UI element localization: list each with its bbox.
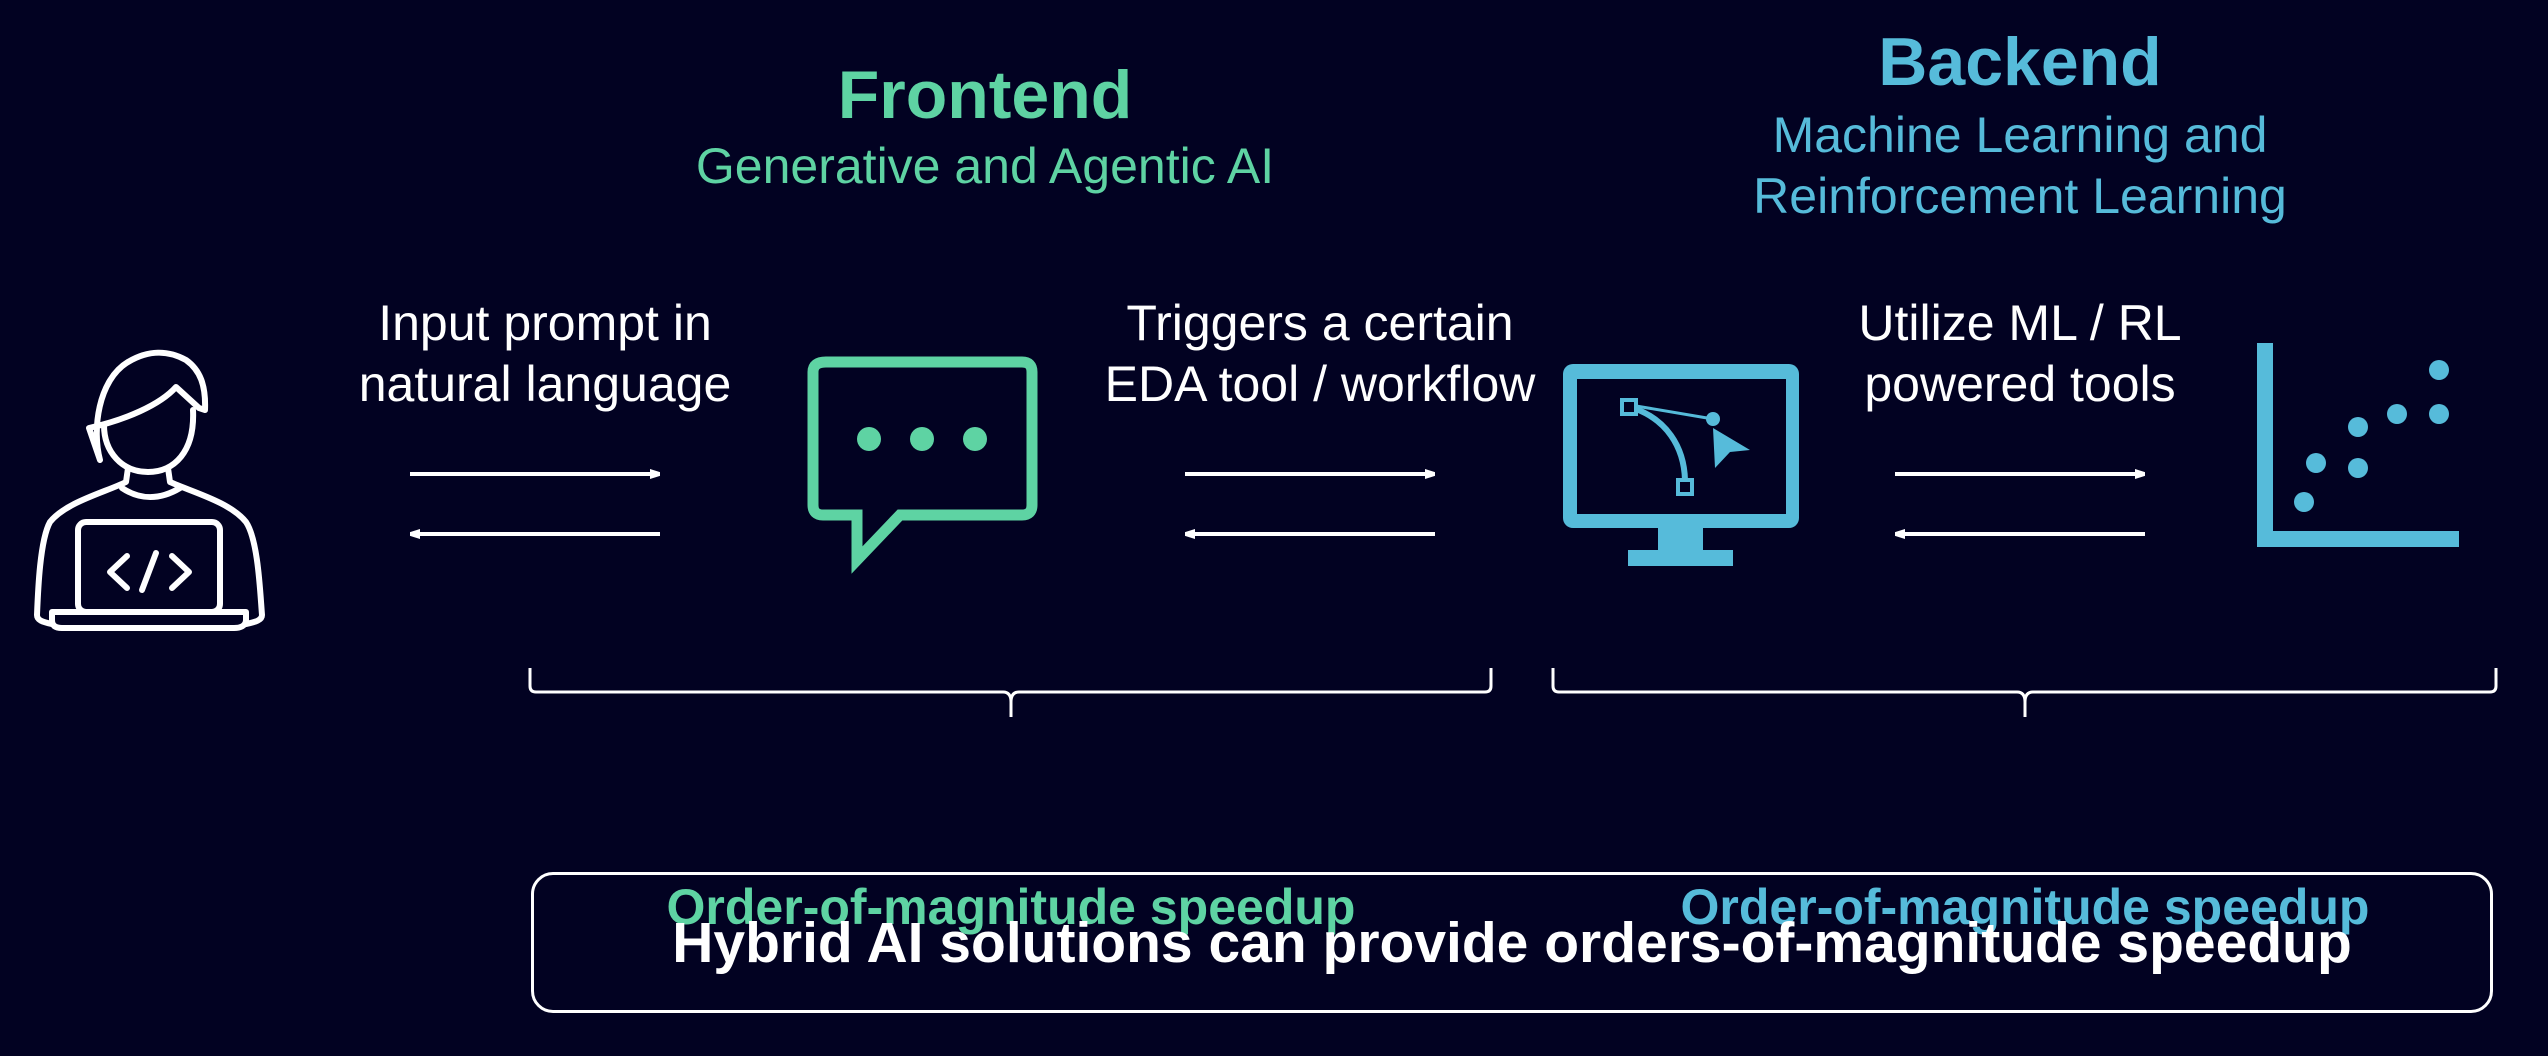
frontend-title: Frontend (837, 57, 1133, 133)
speedup-label-backend: Order-of-magnitude speedup (1680, 879, 2370, 935)
step-label-input-prompt: Input prompt in natural language (295, 293, 795, 415)
summary-box: Hybrid AI solutions can provide orders-o… (531, 872, 2493, 1013)
developer-laptop-icon (34, 349, 265, 631)
step-label-trigger-tool: Triggers a certain EDA tool / workflow (1070, 293, 1570, 415)
speedup-label-frontend: Order-of-magnitude speedup (666, 879, 1356, 935)
step-label-line: Utilize ML / RL (1858, 295, 2182, 351)
summary-text: Hybrid AI solutions can provide orders-o… (672, 910, 2352, 975)
brace-frontend (528, 668, 1493, 717)
backend-subtitle-line: Reinforcement Learning (1753, 168, 2287, 224)
frontend-subtitle: Generative and Agentic AI (695, 138, 1275, 194)
backend-title: Backend (1878, 24, 2162, 100)
step-label-line: EDA tool / workflow (1104, 356, 1536, 412)
step-label-ml-rl-tools: Utilize ML / RL powered tools (1770, 293, 2270, 415)
backend-subtitle: Machine Learning and Reinforcement Learn… (1670, 105, 2370, 227)
step-label-line: powered tools (1864, 356, 2176, 412)
brace-backend (1551, 668, 2498, 717)
step-label-line: Input prompt in (378, 295, 712, 351)
backend-subtitle-line: Machine Learning and (1772, 107, 2268, 163)
step-label-line: Triggers a certain (1126, 295, 1514, 351)
monitor-bezier-icon (1563, 364, 1799, 566)
step-label-line: natural language (358, 356, 732, 412)
scatter-plot-icon (2257, 343, 2459, 547)
chat-bubble-icon (807, 356, 1038, 574)
